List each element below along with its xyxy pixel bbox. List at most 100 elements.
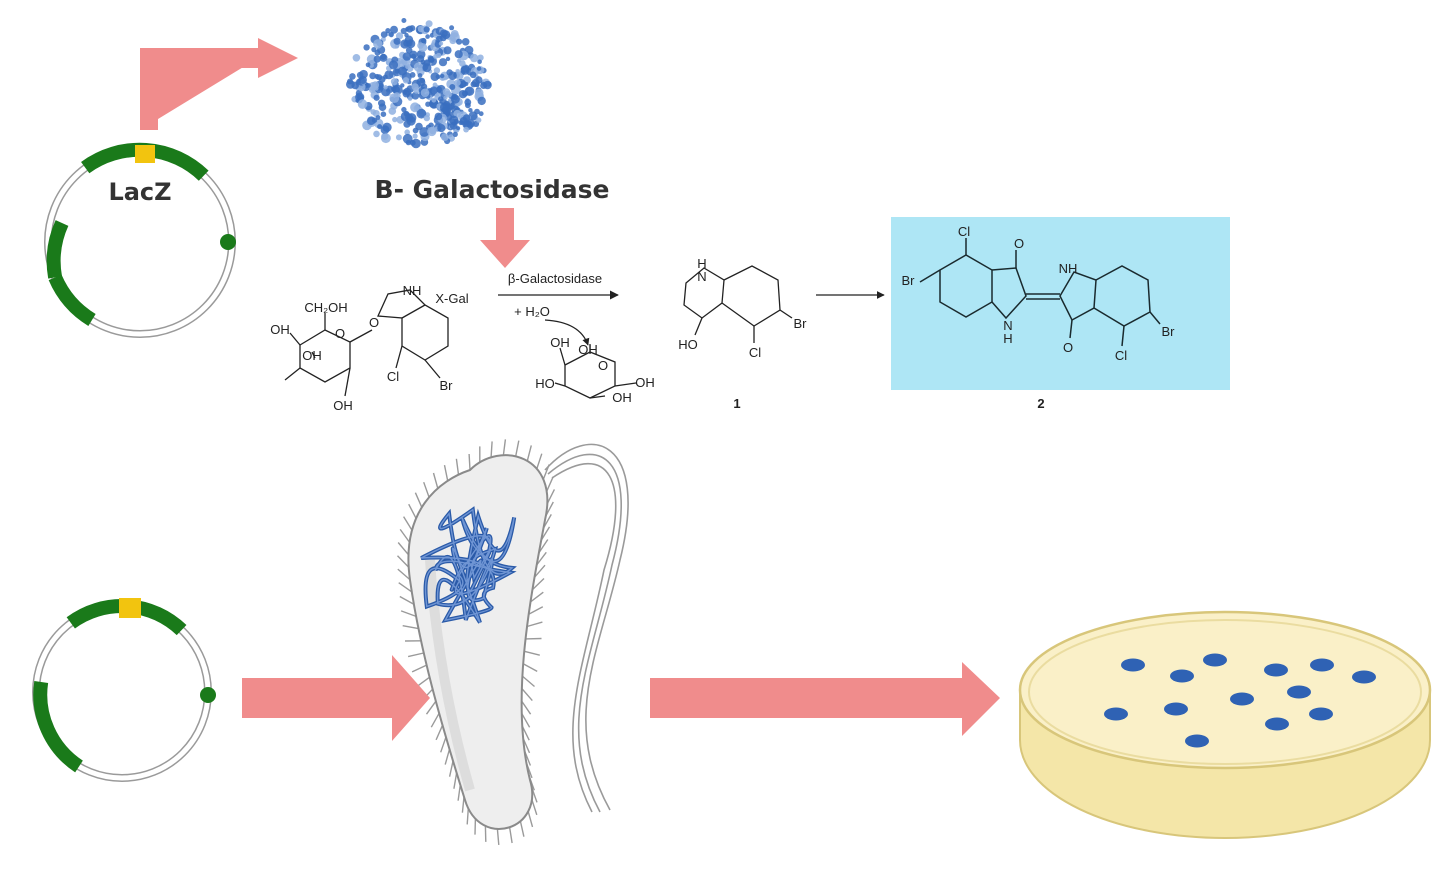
protein-atom [375,50,381,56]
protein-atom [390,26,398,34]
protein-atom [455,50,463,58]
protein-atom [427,127,436,136]
pilus [436,725,442,740]
pilus [450,761,453,777]
atom-nh: NH [403,283,422,298]
pilus [522,689,533,701]
protein-atom [383,85,387,89]
pilus [412,665,427,672]
bond-oh1 [290,333,300,345]
pilus [401,611,416,617]
protein-atom [381,133,391,143]
protein-atom [462,38,470,46]
protein-atom [359,76,367,84]
protein-atom [449,84,455,90]
p2-atom-br-right: Br [1162,324,1176,339]
blue-colony [1265,718,1289,731]
protein-atom [478,97,486,105]
pilus [434,473,438,488]
product-1-number: 1 [733,396,740,411]
rg-ho: HO [535,376,555,391]
atom-cl: Cl [387,369,399,384]
p2-atom-h-left: H [1003,331,1012,346]
atom-bridge-o: O [369,315,379,330]
rg-oh-3: OH [612,390,632,405]
bond-glycosidic [350,330,372,342]
protein-atom [403,52,412,61]
pilus [547,477,554,492]
protein-atom [446,57,450,61]
protein-atom [408,97,412,101]
pilus [469,454,470,470]
protein-atom [475,83,480,88]
flagellum-2 [548,454,621,812]
atom-br: Br [440,378,454,393]
pilus [527,445,531,461]
protein-atom [456,39,462,45]
protein-atom [389,107,397,115]
pilus [408,653,424,657]
protein-atom [389,60,398,69]
protein-atom [465,102,471,108]
protein-atom [424,26,430,32]
protein-atom [381,111,387,117]
blue-colony [1170,670,1194,683]
protein-atom [367,116,376,125]
protein-atom [419,43,428,52]
protein-atom [391,78,398,85]
p2-atom-cl-left: Cl [958,224,970,239]
protein-atom [409,25,415,31]
blue-colony [1121,659,1145,672]
pilus [398,556,409,567]
protein-atom [453,132,458,137]
protein-atom [381,31,388,38]
protein-atom [470,72,477,79]
protein-atom [363,44,369,50]
protein-atom [369,72,376,79]
petri-dish [1020,612,1430,838]
protein-atom [374,95,380,101]
protein-atom [435,113,443,121]
pilus [400,597,414,605]
pilus [456,459,458,475]
protein-atom [441,133,449,141]
pilus [522,701,531,714]
atom-oh-2: OH [302,348,322,363]
protein-atom [438,96,443,101]
protein-atom [439,41,443,45]
protein-atom [425,34,430,39]
bacterium [398,439,629,845]
x-gal-label: X-Gal [435,291,468,306]
plasmid-bottom-origin-dot [200,687,216,703]
pilus [467,808,468,824]
protein-atom [431,98,436,103]
protein-atom [418,73,423,78]
protein-atom [448,71,457,80]
protein-atom [475,76,482,83]
protein-atom [373,131,380,138]
expression-arrow-vertical [140,48,158,130]
p1-six-ring [722,266,780,326]
lacz-label: LacZ [108,178,171,206]
bond-cl [396,346,402,368]
protein-atom [421,38,426,43]
expression-arrow [140,38,298,130]
pilus [400,529,409,542]
p1-bond-ho [695,318,702,335]
pilus [510,827,512,843]
bond-br [425,360,440,378]
enzyme-label: B- Galactosidase [375,175,610,204]
protein-atom [370,109,376,115]
pilus [537,454,542,469]
product-1-molecule: H N HO Cl Br 1 [678,256,807,411]
rg-oh-2: OH [578,342,598,357]
pilus [441,737,446,752]
plating-arrow [650,662,1000,736]
protein-atom [379,76,386,83]
rg-bond5 [555,383,565,386]
protein-atom [483,81,492,90]
product-2-number: 2 [1037,396,1044,411]
protein-atom [376,115,381,120]
blue-colony [1309,708,1333,721]
